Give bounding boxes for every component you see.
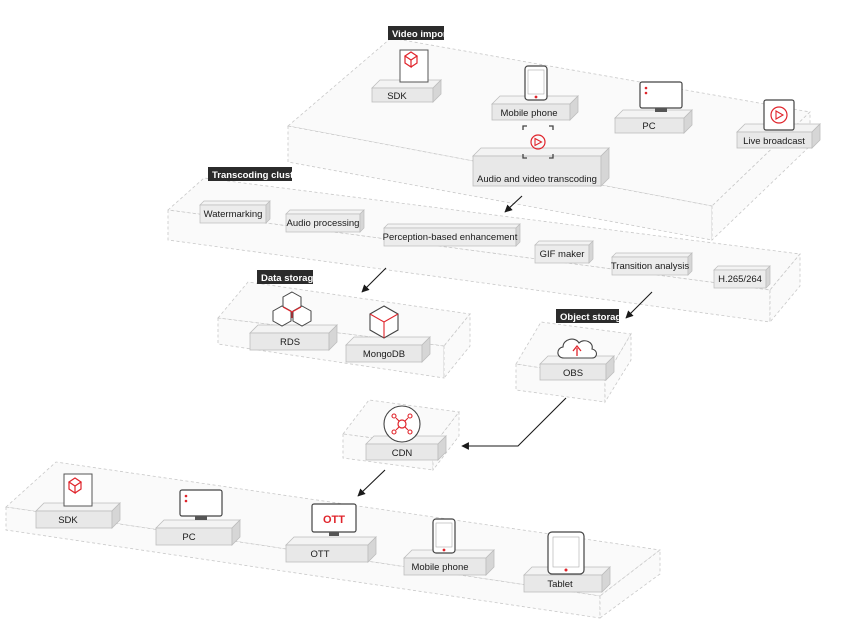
arrow-cdn-to-output	[357, 469, 386, 497]
h265-264-label: H.265/264	[718, 274, 762, 285]
output-mobile-label: Mobile phone	[411, 562, 468, 573]
import-mobile-label: Mobile phone	[500, 108, 557, 119]
arrow-obs-to-cdn	[461, 397, 567, 450]
chip-transition-analysis: Transition analysis	[611, 252, 693, 276]
tag-transcoding-cluster: Transcoding cluster	[208, 167, 303, 181]
chip-audio-processing: Audio processing	[285, 209, 365, 233]
mongodb-label: MongoDB	[363, 349, 405, 360]
audio-processing-label: Audio processing	[287, 218, 360, 229]
import-live-label: Live broadcast	[743, 136, 805, 147]
import-pc-label: PC	[642, 121, 655, 132]
cdn-network-icon	[383, 405, 421, 443]
node-import-sdk: SDK	[371, 49, 442, 103]
tablet-icon	[547, 531, 585, 575]
import-sdk-label: SDK	[387, 91, 407, 102]
chip-watermarking: Watermarking	[199, 200, 271, 224]
output-ott-label: OTT	[311, 549, 330, 560]
perception-enhancement-label: Perception-based enhancement	[383, 232, 518, 243]
node-import-live: Live broadcast	[736, 99, 821, 149]
output-mobile-phone-icon	[432, 518, 456, 554]
gif-maker-label: GIF maker	[540, 249, 585, 260]
cdn-label: CDN	[392, 448, 413, 459]
pc-monitor-icon	[639, 81, 683, 112]
av-transcoding-label: Audio and video transcoding	[477, 174, 597, 185]
node-output-mobile: Mobile phone	[403, 518, 495, 576]
node-obs: OBS	[539, 338, 615, 381]
mobile-phone-icon	[524, 65, 548, 101]
flow-arrows	[357, 195, 653, 497]
node-import-pc: PC	[614, 81, 693, 134]
ott-screen-text: OTT	[323, 514, 345, 526]
node-rds: RDS	[249, 291, 338, 351]
tag-object-storage: Object storage	[556, 309, 627, 323]
chip-perception-enhancement: Perception-based enhancement	[383, 223, 521, 247]
transcoding-frame-icon	[522, 125, 554, 159]
node-cdn: CDN	[365, 405, 447, 461]
data-storage-label: Data storage	[261, 273, 319, 284]
output-sdk-box-icon	[63, 473, 93, 507]
node-mongodb: MongoDB	[345, 305, 431, 363]
output-sdk-label: SDK	[58, 515, 78, 526]
node-output-tablet: Tablet	[523, 531, 611, 593]
node-output-sdk: SDK	[35, 473, 121, 529]
cloud-upload-icon	[557, 338, 598, 359]
watermarking-label: Watermarking	[204, 209, 263, 220]
live-play-icon	[763, 99, 795, 131]
node-av-transcoding: Audio and video transcoding	[472, 125, 610, 187]
rds-label: RDS	[280, 337, 300, 348]
sdk-box-icon	[399, 49, 429, 83]
arrow-transcoding-to-object-storage	[625, 291, 653, 319]
output-pc-monitor-icon	[179, 489, 223, 520]
obs-label: OBS	[563, 368, 583, 379]
node-import-mobile: Mobile phone	[491, 65, 579, 121]
output-pc-label: PC	[182, 532, 195, 543]
tag-video-import: Video import	[388, 26, 451, 40]
transcoding-cluster-label: Transcoding cluster	[212, 170, 303, 181]
transition-analysis-label: Transition analysis	[611, 261, 690, 272]
output-tablet-label: Tablet	[547, 579, 573, 590]
rds-hexagon-icon	[272, 291, 312, 327]
arrow-import-to-transcoding	[504, 195, 523, 213]
node-output-pc: PC	[155, 489, 241, 546]
node-output-ott: OTT OTT	[285, 503, 377, 563]
chip-h265-264: H.265/264	[713, 265, 771, 289]
object-storage-label: Object storage	[560, 312, 627, 323]
mongodb-cube-icon	[369, 305, 399, 339]
video-import-label: Video import	[392, 29, 451, 40]
ott-tv-icon: OTT	[311, 503, 357, 536]
tag-data-storage: Data storage	[257, 270, 319, 284]
chip-gif-maker: GIF maker	[534, 240, 594, 264]
arrow-transcoding-to-data-storage	[361, 267, 387, 293]
